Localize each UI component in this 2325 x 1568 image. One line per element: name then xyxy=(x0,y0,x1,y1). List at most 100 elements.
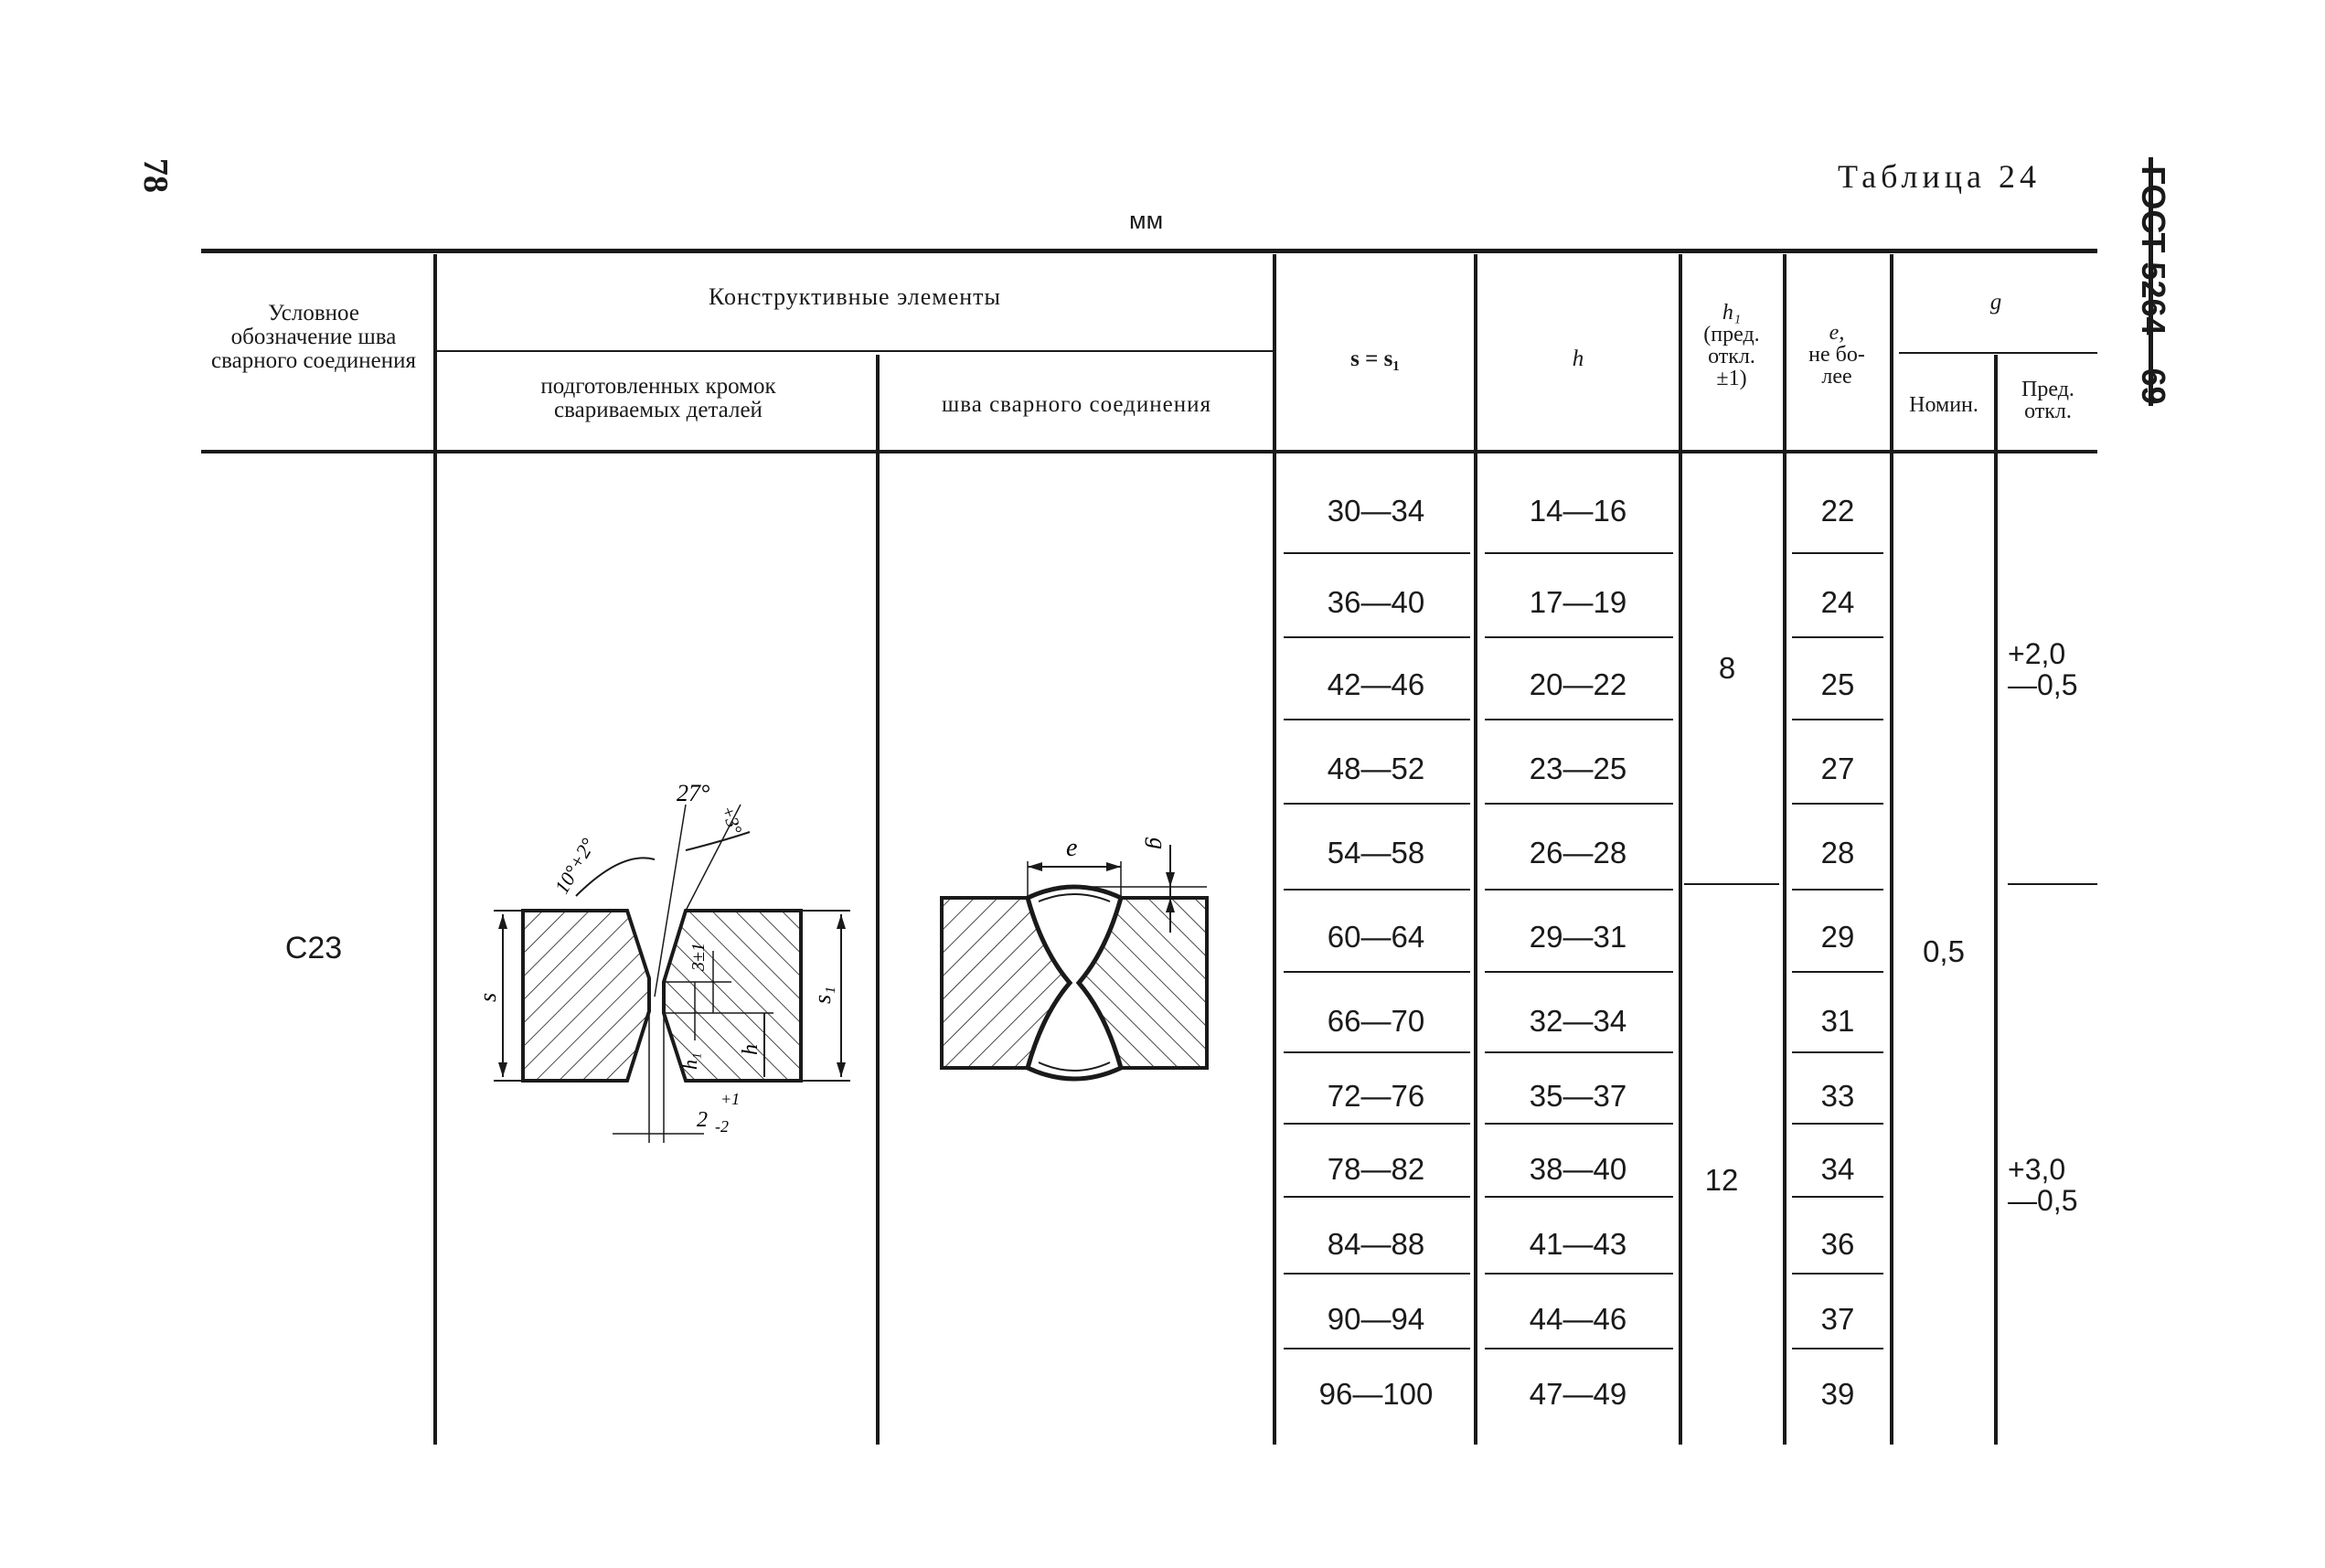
label-gap-plus: +1 xyxy=(720,1090,740,1108)
row-1-e: 22 xyxy=(1820,494,1855,528)
g-dev-group-1-plus: +2,0 xyxy=(2008,637,2066,670)
col-divider-8 xyxy=(1994,355,1998,1445)
col-divider-1 xyxy=(433,254,437,1445)
row-9-s: 78—82 xyxy=(1327,1152,1425,1186)
row-4-e: 27 xyxy=(1820,752,1855,785)
row-10-s: 84—88 xyxy=(1327,1227,1425,1261)
row-separator-7-2 xyxy=(1485,1051,1673,1053)
g-dev-group-2-minus: —0,5 xyxy=(2008,1184,2078,1217)
row-separator-11-2 xyxy=(1485,1348,1673,1349)
h1-group-divider xyxy=(1684,883,1779,885)
header-h: h xyxy=(1572,347,1584,371)
row-separator-3-1 xyxy=(1284,719,1470,720)
row-10-h: 41—43 xyxy=(1529,1227,1627,1261)
row-separator-4-3 xyxy=(1792,803,1883,805)
row-6-h: 29—31 xyxy=(1529,920,1627,954)
standard-bar xyxy=(2149,157,2153,406)
row-3-e: 25 xyxy=(1820,667,1855,701)
prepared-edges-drawing: s s₁ h h₁ 3±1 27° +3° 10°+2° 2 +1 -2 xyxy=(475,780,850,1143)
left-plate xyxy=(521,909,651,1083)
header-weld: шва сварного соединения xyxy=(942,392,1211,417)
label-gap-minus: -2 xyxy=(715,1117,729,1136)
row-separator-2-3 xyxy=(1792,636,1883,638)
label-land: 3±1 xyxy=(688,943,709,972)
weld-joint-drawing: e g xyxy=(940,834,1209,1082)
row-separator-4-2 xyxy=(1485,803,1673,805)
row-separator-5-2 xyxy=(1485,889,1673,891)
header-g: g xyxy=(1989,290,2002,315)
row-separator-3-3 xyxy=(1792,719,1883,720)
row-separator-2-1 xyxy=(1284,636,1470,638)
row-2-s: 36—40 xyxy=(1327,585,1425,619)
g-dev-divider xyxy=(2008,883,2097,885)
label-h1: h₁ xyxy=(678,1052,701,1070)
header-structural: Конструктивные элементы xyxy=(708,283,1002,310)
designation-value: С23 xyxy=(284,931,343,965)
subheader-rule-structural xyxy=(437,350,1274,352)
page-number: 78 xyxy=(136,158,175,193)
header-g-deviation: Пред. откл. xyxy=(1999,379,2097,422)
header-h1-line4: ±1) xyxy=(1716,367,1747,390)
row-separator-11-3 xyxy=(1792,1348,1883,1349)
row-5-h: 26—28 xyxy=(1529,836,1627,869)
row-11-s: 90—94 xyxy=(1327,1302,1425,1336)
col-divider-2 xyxy=(876,355,880,1445)
header-h1-line1: h₁ xyxy=(1722,301,1742,325)
row-7-h: 32—34 xyxy=(1529,1004,1627,1038)
col-divider-5 xyxy=(1679,254,1682,1445)
right-plate xyxy=(662,909,803,1083)
g-dev-group-1: +2,0 —0,5 xyxy=(2008,638,2097,700)
header-e-line3: лее xyxy=(1821,365,1852,389)
row-separator-9-1 xyxy=(1284,1196,1470,1198)
label-angle-top: 27° xyxy=(677,780,709,806)
header-e-line1: e, xyxy=(1829,321,1845,345)
row-separator-7-1 xyxy=(1284,1051,1470,1053)
row-7-e: 31 xyxy=(1820,1004,1855,1038)
row-8-e: 33 xyxy=(1820,1079,1855,1113)
g-dev-group-1-minus: —0,5 xyxy=(2008,668,2078,701)
row-8-s: 72—76 xyxy=(1327,1079,1425,1113)
g-dev-group-2-plus: +3,0 xyxy=(2008,1153,2066,1186)
row-5-s: 54—58 xyxy=(1327,836,1425,869)
row-separator-6-3 xyxy=(1792,971,1883,973)
row-12-e: 39 xyxy=(1820,1377,1855,1411)
row-8-h: 35—37 xyxy=(1529,1079,1627,1113)
row-12-h: 47—49 xyxy=(1529,1377,1627,1411)
label-angle-top-tol: +3° xyxy=(717,803,745,837)
row-2-h: 17—19 xyxy=(1529,585,1627,619)
row-separator-3-2 xyxy=(1485,719,1673,720)
header-designation: Условное обозначение шва сварного соедин… xyxy=(211,301,416,373)
row-separator-1-3 xyxy=(1792,552,1883,554)
row-3-h: 20—22 xyxy=(1529,667,1627,701)
row-separator-11-1 xyxy=(1284,1348,1470,1349)
row-1-s: 30—34 xyxy=(1327,494,1425,528)
row-12-s: 96—100 xyxy=(1318,1377,1434,1411)
header-h1-line2: (пред. xyxy=(1703,323,1760,347)
row-separator-8-1 xyxy=(1284,1123,1470,1125)
weld-label-g: g xyxy=(1145,837,1171,849)
row-4-s: 48—52 xyxy=(1327,752,1425,785)
row-6-s: 60—64 xyxy=(1327,920,1425,954)
table-top-rule xyxy=(201,249,2097,253)
row-separator-1-2 xyxy=(1485,552,1673,554)
table-title: Таблица 24 xyxy=(1838,158,2041,195)
label-s1: s₁ xyxy=(809,987,836,1004)
row-5-e: 28 xyxy=(1820,836,1855,869)
header-g-dev-line2: откл. xyxy=(2024,400,2072,423)
row-separator-9-3 xyxy=(1792,1196,1883,1198)
weld-label-e: e xyxy=(1066,834,1077,862)
row-separator-10-1 xyxy=(1284,1273,1470,1275)
row-6-e: 29 xyxy=(1820,920,1855,954)
row-separator-4-1 xyxy=(1284,803,1470,805)
row-1-h: 14—16 xyxy=(1529,494,1627,528)
header-prepared: подготовленных кромок свариваемых детале… xyxy=(540,374,776,422)
row-4-h: 23—25 xyxy=(1529,752,1627,785)
header-g-nominal: Номин. xyxy=(1909,393,1978,417)
h1-value-group-1: 8 xyxy=(1718,651,1736,685)
col-divider-4 xyxy=(1474,254,1477,1445)
unit-label: мм xyxy=(1129,207,1164,234)
row-separator-2-2 xyxy=(1485,636,1673,638)
row-separator-10-3 xyxy=(1792,1273,1883,1275)
label-s: s xyxy=(475,993,501,1002)
g-dev-group-2: +3,0 —0,5 xyxy=(2008,1154,2097,1216)
